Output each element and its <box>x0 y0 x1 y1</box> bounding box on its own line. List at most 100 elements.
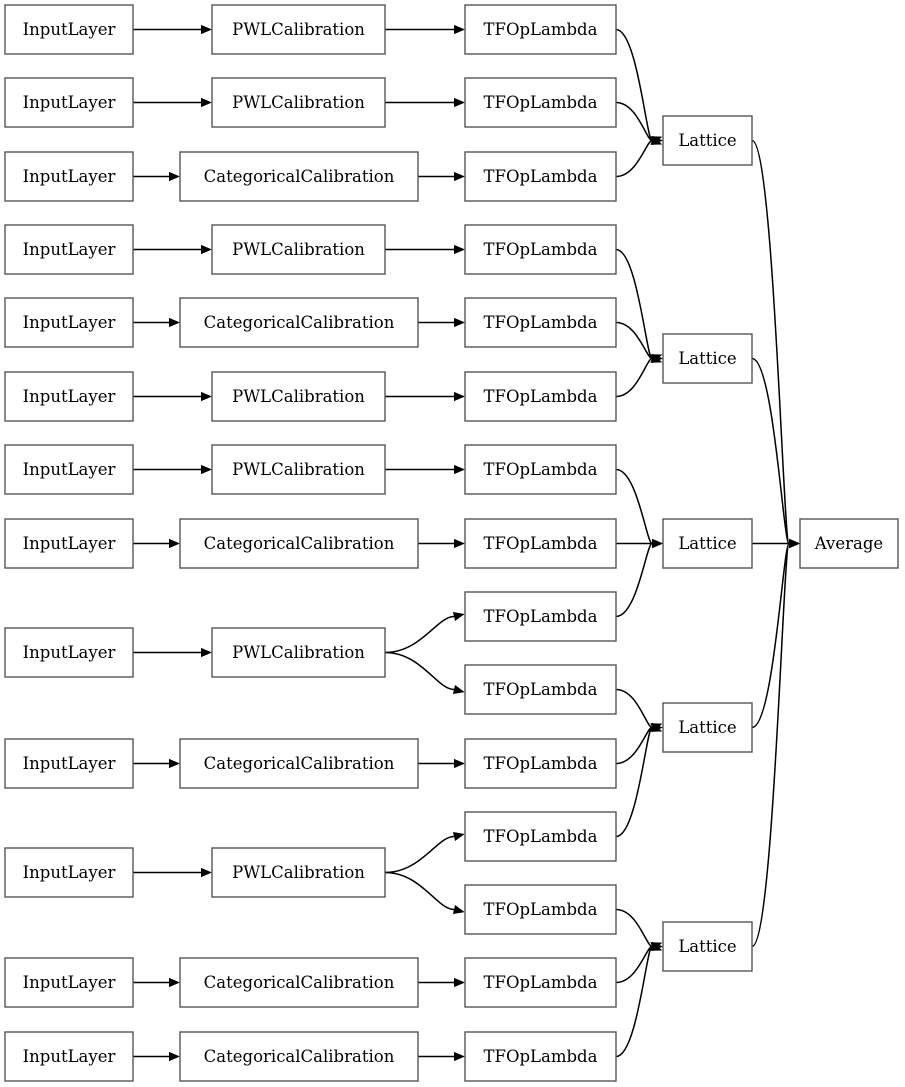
node-box <box>464 884 617 935</box>
node-tfop-lambda-op10[interactable]: TFOpLambda <box>464 664 617 715</box>
node-tfop-lambda-op14[interactable]: TFOpLambda <box>464 957 617 1008</box>
node-tfop-lambda-op5[interactable]: TFOpLambda <box>464 297 617 348</box>
node-tfop-lambda-op7[interactable]: TFOpLambda <box>464 444 617 495</box>
node-box <box>464 664 617 715</box>
node-pwlcalibration-cal7[interactable]: PWLCalibration <box>211 444 386 495</box>
node-categorical-calibration-cal13[interactable]: CategoricalCalibration <box>179 1031 419 1082</box>
node-label: InputLayer <box>23 313 116 332</box>
node-box <box>211 627 386 678</box>
node-input-layer-in8[interactable]: InputLayer <box>4 518 134 569</box>
node-box <box>464 371 617 422</box>
node-label: TFOpLambda <box>484 973 598 992</box>
node-categorical-calibration-cal12[interactable]: CategoricalCalibration <box>179 957 419 1008</box>
edge-cal4-to-op4 <box>385 244 465 255</box>
node-categorical-calibration-cal8[interactable]: CategoricalCalibration <box>179 518 419 569</box>
node-lattice-lat3[interactable]: Lattice <box>662 518 753 569</box>
node-lattice-lat1[interactable]: Lattice <box>662 115 753 166</box>
node-input-layer-in2[interactable]: InputLayer <box>4 77 134 128</box>
node-label: TFOpLambda <box>484 900 598 919</box>
node-input-layer-in7[interactable]: InputLayer <box>4 444 134 495</box>
node-box <box>4 77 134 128</box>
edge-cal3-to-op3 <box>418 171 465 182</box>
node-pwlcalibration-cal2[interactable]: PWLCalibration <box>211 77 386 128</box>
node-average-avg[interactable]: Average <box>799 518 899 569</box>
node-box <box>464 224 617 275</box>
node-input-layer-in1[interactable]: InputLayer <box>4 4 134 55</box>
edge-op3-to-lat1 <box>615 136 663 178</box>
node-pwlcalibration-cal4[interactable]: PWLCalibration <box>211 224 386 275</box>
node-box <box>211 4 386 55</box>
node-lattice-lat4[interactable]: Lattice <box>662 702 753 753</box>
edge-cal9-to-op10 <box>384 651 465 694</box>
node-input-layer-in4[interactable]: InputLayer <box>4 224 134 275</box>
node-box <box>464 811 617 862</box>
arrowhead-icon <box>452 832 465 841</box>
edge-in1-to-cal1 <box>133 24 212 35</box>
arrowhead-icon <box>169 758 180 769</box>
node-input-layer-in9[interactable]: InputLayer <box>4 627 134 678</box>
node-label: TFOpLambda <box>484 20 598 39</box>
edge-lat4-to-avg <box>751 538 800 729</box>
edge-lat2-to-avg <box>751 357 800 549</box>
node-label: TFOpLambda <box>484 827 598 846</box>
edge-cal5-to-op5 <box>418 317 465 328</box>
node-tfop-lambda-op15[interactable]: TFOpLambda <box>464 1031 617 1082</box>
node-lattice-lat5[interactable]: Lattice <box>662 921 753 972</box>
node-categorical-calibration-cal3[interactable]: CategoricalCalibration <box>179 151 419 202</box>
edge-line <box>615 139 653 178</box>
arrowhead-icon <box>454 171 465 182</box>
node-tfop-lambda-op8[interactable]: TFOpLambda <box>464 518 617 569</box>
node-label: InputLayer <box>23 93 116 112</box>
node-input-layer-in13[interactable]: InputLayer <box>4 1031 134 1082</box>
node-input-layer-in12[interactable]: InputLayer <box>4 957 134 1008</box>
node-box <box>211 77 386 128</box>
node-label: CategoricalCalibration <box>204 313 395 332</box>
node-box <box>211 847 386 898</box>
arrowhead-icon <box>454 244 465 255</box>
node-label: PWLCalibration <box>232 93 365 112</box>
node-tfop-lambda-op4[interactable]: TFOpLambda <box>464 224 617 275</box>
edge-line <box>384 835 455 874</box>
node-label: Lattice <box>678 349 736 368</box>
node-tfop-lambda-op6[interactable]: TFOpLambda <box>464 371 617 422</box>
node-pwlcalibration-cal1[interactable]: PWLCalibration <box>211 4 386 55</box>
node-box <box>211 224 386 275</box>
node-tfop-lambda-op9[interactable]: TFOpLambda <box>464 591 617 642</box>
node-tfop-lambda-op11[interactable]: TFOpLambda <box>464 738 617 789</box>
node-pwlcalibration-cal6[interactable]: PWLCalibration <box>211 371 386 422</box>
arrowhead-icon <box>452 612 465 621</box>
arrowhead-icon <box>452 685 465 694</box>
node-label: InputLayer <box>23 973 116 992</box>
node-label: PWLCalibration <box>232 460 365 479</box>
node-input-layer-in11[interactable]: InputLayer <box>4 847 134 898</box>
node-tfop-lambda-op1[interactable]: TFOpLambda <box>464 4 617 55</box>
node-label: Lattice <box>678 937 736 956</box>
node-input-layer-in3[interactable]: InputLayer <box>4 151 134 202</box>
node-categorical-calibration-cal5[interactable]: CategoricalCalibration <box>179 297 419 348</box>
node-tfop-lambda-op2[interactable]: TFOpLambda <box>464 77 617 128</box>
edge-line <box>615 321 653 360</box>
arrowhead-icon <box>454 538 465 549</box>
node-label: TFOpLambda <box>484 1047 598 1066</box>
edge-op6-to-lat2 <box>615 354 663 398</box>
node-pwlcalibration-cal9[interactable]: PWLCalibration <box>211 627 386 678</box>
node-input-layer-in10[interactable]: InputLayer <box>4 738 134 789</box>
node-box <box>4 297 134 348</box>
node-tfop-lambda-op12[interactable]: TFOpLambda <box>464 811 617 862</box>
node-box <box>464 444 617 495</box>
node-box <box>662 921 753 972</box>
node-input-layer-in6[interactable]: InputLayer <box>4 371 134 422</box>
node-box <box>464 151 617 202</box>
edge-op7-to-lat3 <box>615 468 663 549</box>
node-pwlcalibration-cal11[interactable]: PWLCalibration <box>211 847 386 898</box>
node-tfop-lambda-op13[interactable]: TFOpLambda <box>464 884 617 935</box>
node-label: Lattice <box>678 131 736 150</box>
node-tfop-lambda-op3[interactable]: TFOpLambda <box>464 151 617 202</box>
node-categorical-calibration-cal10[interactable]: CategoricalCalibration <box>179 738 419 789</box>
node-label: TFOpLambda <box>484 387 598 406</box>
arrowhead-icon <box>650 354 663 363</box>
node-box <box>464 957 617 1008</box>
node-lattice-lat2[interactable]: Lattice <box>662 333 753 384</box>
node-input-layer-in5[interactable]: InputLayer <box>4 297 134 348</box>
